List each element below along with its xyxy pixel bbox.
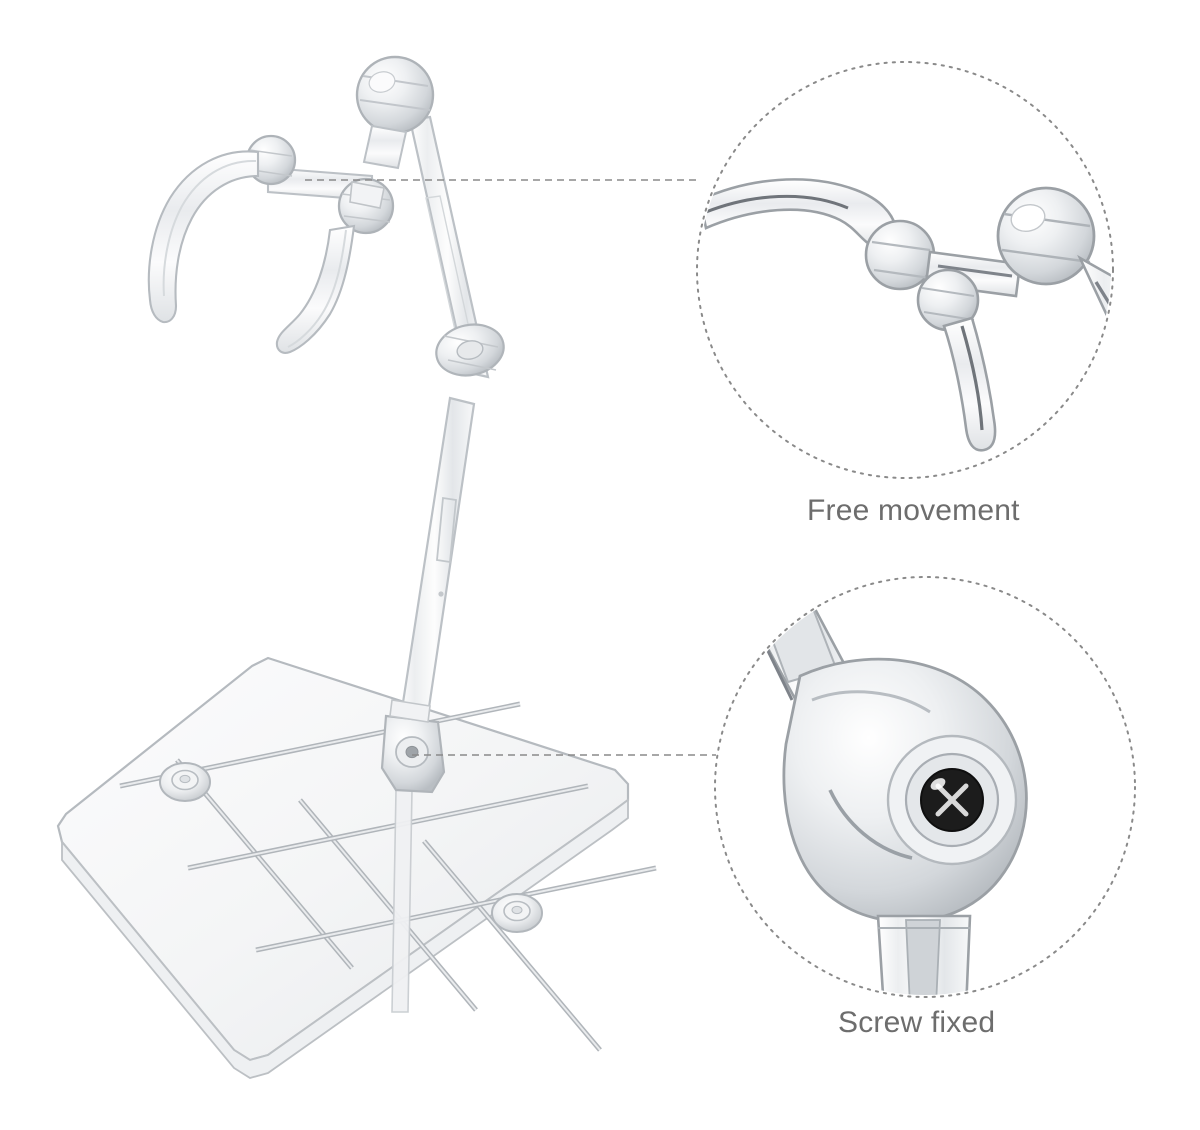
callout-prong-left-shade [705,194,849,214]
base-grid-ribs [175,758,602,1052]
top-ball-joint [355,55,435,170]
top-ball-stem [362,124,408,170]
callout-label-screw-fixed: Screw fixed [838,1006,996,1039]
callout-screw-fixed-content [742,590,1028,995]
callout-pivot-shade [828,789,913,860]
stand-assembly [56,55,657,1079]
callout-label-free-movement: Free movement [807,494,1020,527]
post-upper-tube [408,115,490,379]
clamp-assembly [147,134,395,354]
callout-prong-right-shade [960,325,984,431]
base-screw-boss-right [491,893,543,933]
clamp-prong-right-highlight [287,229,347,348]
callout-screw-specular [930,778,946,790]
base-pivot-joint [380,699,446,794]
callout-free-movement-content [699,178,1111,452]
post-pin-hole [438,591,444,597]
base-grid-cross-ribs [119,701,657,953]
clamp-prong-left [147,150,260,324]
clamp-prong-left-highlight [162,159,257,297]
clamp-prong-right [275,224,356,354]
mid-joint-cap [456,340,484,360]
callout-screw-phillips-cross [935,783,969,817]
top-ball-highlight [368,71,396,93]
base-pivot-neck [389,699,431,723]
mid-joint [435,323,505,377]
callout-top-ball-highlight [1010,203,1046,233]
base-plate-edge [61,798,629,1079]
callout-lower-collar-shade [905,919,941,995]
clamp-link [349,181,385,209]
post-slot [436,496,457,564]
callout-pivot-highlight [811,690,931,714]
base-screw-boss-left [159,762,211,802]
base-plate [56,656,657,1079]
